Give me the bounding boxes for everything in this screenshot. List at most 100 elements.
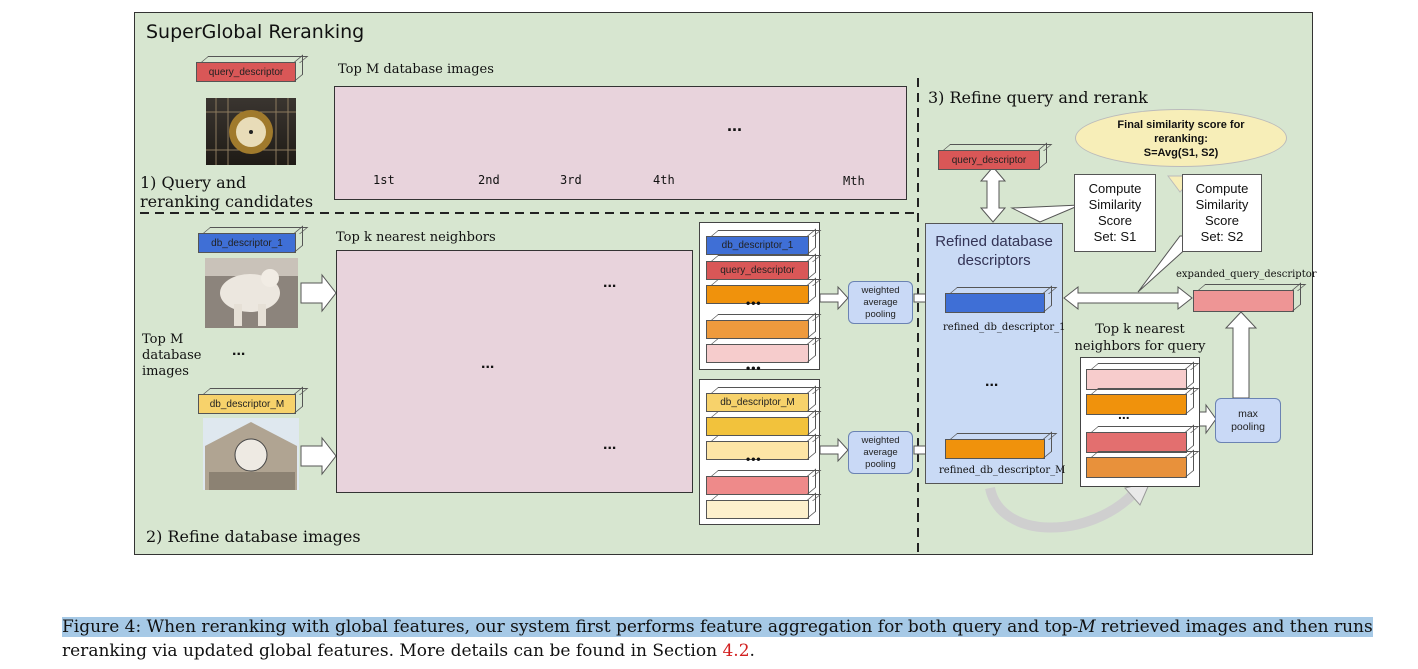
query-descriptor-bar: query_descriptor (196, 62, 296, 82)
arrow-up-expanded (1224, 311, 1258, 399)
arrow-to-pooling-2 (819, 437, 849, 463)
figure-caption: Figure 4: When reranking with global fea… (62, 615, 1392, 663)
final-score-ellipse: Final similarity score for reranking: S=… (1075, 109, 1287, 167)
diagram-title: SuperGlobal Reranking (146, 21, 365, 43)
compute-box-s1: Compute Similarity Score Set: S1 (1074, 174, 1156, 252)
rank-2nd: 2nd (478, 173, 500, 187)
stack1-orange-bar (706, 285, 809, 304)
caption-section-link[interactable]: 4.2 (722, 641, 750, 661)
callout-pointer-1 (1010, 204, 1081, 223)
caption-part1: Figure 4: When reranking with global fea… (62, 617, 1079, 637)
topk-box (336, 250, 693, 493)
arrow-to-pooling-1 (819, 285, 849, 311)
caption-line2b: . (749, 641, 755, 661)
refined-title-line1: Refined database (935, 233, 1053, 250)
topk-query-line2: neighbors for query (1074, 339, 1206, 354)
section1-label-line1: 1) Query and (140, 173, 247, 192)
compute1-line1: Compute (1088, 181, 1142, 196)
compute1-line2: Similarity (1088, 197, 1142, 212)
arrow-right-2 (300, 436, 337, 476)
pooling1-line2: average (863, 296, 898, 308)
stack2-bar-2 (706, 417, 809, 436)
stack2-bar-4 (706, 476, 809, 495)
topm-box (334, 86, 907, 200)
stack1-db-descriptor-1: db_descriptor_1 (706, 236, 809, 255)
pooling1-line3: pooling (865, 308, 896, 320)
arrow-refined-expanded (1063, 285, 1193, 311)
compute1-line4: Set: S1 (1093, 229, 1137, 244)
stack1-query-descriptor: query_descriptor (706, 261, 809, 280)
rank-1st: 1st (373, 173, 395, 187)
qstack-bar-2 (1086, 394, 1187, 415)
knn-row2-ellipsis: ... (603, 436, 617, 453)
refined-title: Refined database descriptors (925, 232, 1063, 270)
maxpool-line1: max (1238, 407, 1258, 420)
left-ellipsis: ... (232, 342, 246, 359)
caption-line2a: reranking via updated global features. M… (62, 641, 723, 661)
refined-ellipsis: ... (985, 373, 999, 390)
topm-ellipsis: ... (727, 115, 743, 135)
stack-between-dots: ••• (746, 361, 762, 375)
stack1-bar-4 (706, 320, 809, 339)
expanded-label: expanded_query_descriptor (1176, 269, 1317, 280)
stack1-bar-5 (706, 344, 809, 363)
topk-title: Top k nearest neighbors (336, 230, 496, 245)
pooling2-line3: pooling (865, 458, 896, 470)
rank-3rd: 3rd (560, 173, 582, 187)
pooling1-line1: weighted (861, 284, 900, 296)
left-label-line3: images (142, 364, 189, 379)
left-label: Top M database images (142, 332, 201, 380)
refined-descriptor-1-bar (945, 293, 1045, 313)
stack1-dots: ••• (746, 296, 762, 310)
qstack-bar-3 (1086, 432, 1187, 453)
compute2-line2: Similarity (1195, 197, 1249, 212)
arrow-right-1 (300, 273, 337, 313)
final-score-line1: Final similarity score for (1117, 119, 1245, 131)
knn-mid-ellipsis: ... (481, 355, 495, 372)
topk-query-line1: Top k nearest (1095, 322, 1185, 337)
refined-descriptor-m-label: refined_db_descriptor_M (939, 465, 1066, 476)
arrow-to-maxpool (1197, 403, 1217, 435)
compute-box-s2: Compute Similarity Score Set: S2 (1182, 174, 1262, 252)
compute1-line3: Score (1098, 213, 1132, 228)
left-label-line1: Top M (142, 332, 184, 347)
compute2-line3: Score (1205, 213, 1239, 228)
section2-label: 2) Refine database images (146, 527, 361, 546)
stack2-bar-3 (706, 441, 809, 460)
stack2-dots: ••• (746, 452, 762, 466)
db-descriptor-1-bar: db_descriptor_1 (198, 233, 296, 253)
qstack-ellipsis: ... (1118, 406, 1130, 422)
arrow-query-refined (979, 166, 1007, 223)
rank-4th: 4th (653, 173, 675, 187)
compute2-line1: Compute (1195, 181, 1249, 196)
compute2-line4: Set: S2 (1200, 229, 1244, 244)
s3-query-descriptor-bar: query_descriptor (938, 150, 1040, 170)
rank-mth: Mth (843, 174, 865, 188)
topk-query-title: Top k nearest neighbors for query (1070, 321, 1210, 355)
db-image-1 (205, 258, 298, 328)
expanded-query-bar (1193, 290, 1294, 312)
topm-title: Top M database images (338, 62, 494, 77)
section1-label-line2: reranking candidates (140, 192, 314, 211)
section3-label: 3) Refine query and rerank (928, 88, 1148, 107)
caption-m: M (1078, 617, 1096, 637)
maxpool-line2: pooling (1231, 420, 1265, 433)
final-score-line3: S=Avg(S1, S2) (1143, 147, 1219, 159)
qstack-bar-1 (1086, 369, 1187, 390)
pooling2-line1: weighted (861, 434, 900, 446)
caption-part2: retrieved images and then runs (1095, 617, 1373, 637)
left-label-line2: database (142, 348, 202, 363)
query-image (206, 98, 296, 165)
knn-row1-ellipsis: ... (603, 274, 617, 291)
refined-descriptor-1-label: refined_db_descriptor_1 (943, 322, 1066, 333)
qstack-bar-4 (1086, 457, 1187, 478)
refined-title-line2: descriptors (957, 252, 1031, 269)
stack2-db-descriptor-m: db_descriptor_M (706, 393, 809, 412)
final-score-line2: reranking: (1154, 133, 1208, 145)
pooling2-line2: average (863, 446, 898, 458)
stack2-bar-5 (706, 500, 809, 519)
curved-arrow (985, 486, 1139, 533)
